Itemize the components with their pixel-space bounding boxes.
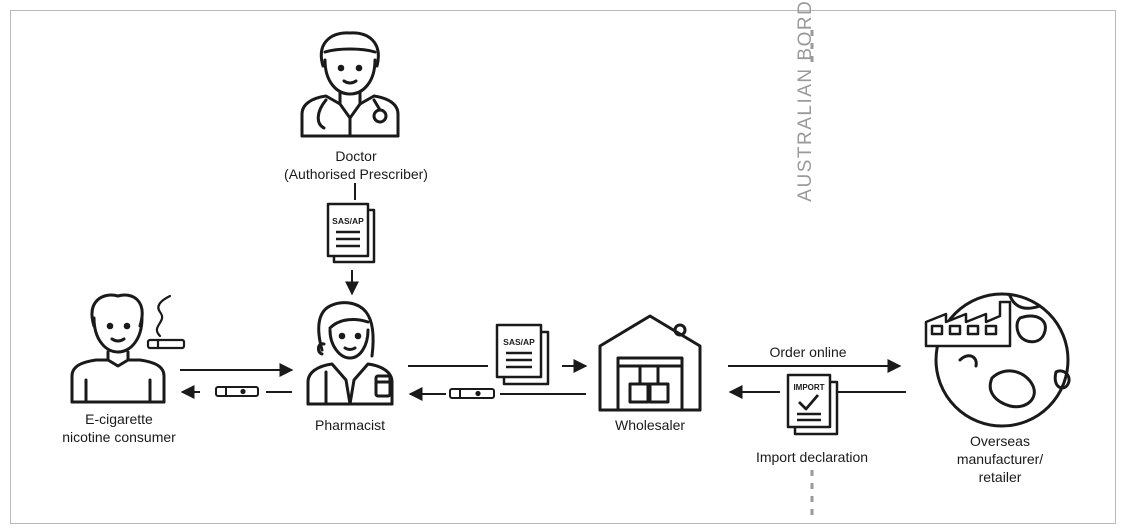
overseas-label-line2: manufacturer/ bbox=[956, 451, 1044, 467]
pharmacist-label: Pharmacist bbox=[314, 417, 386, 433]
australian-border-label: AUSTRALIAN BORDER bbox=[795, 0, 816, 202]
prescription-document-icon bbox=[326, 202, 376, 264]
globe-factory-icon bbox=[934, 292, 1071, 428]
consumer-label-line2: nicotine consumer bbox=[62, 429, 176, 445]
overseas-label-line1: Overseas bbox=[970, 433, 1030, 449]
overseas-label-line3: retailer bbox=[978, 469, 1022, 485]
consumer-label-line1: E-cigarette bbox=[85, 411, 153, 427]
factory-icon bbox=[924, 300, 1012, 348]
import-document-icon bbox=[786, 373, 839, 436]
vape-product-icon-1 bbox=[215, 386, 259, 397]
doctor-label-line2: (Authorised Prescriber) bbox=[284, 166, 428, 182]
order-online-label: Order online bbox=[769, 344, 847, 360]
prescription-document-icon-2 bbox=[495, 323, 550, 386]
doctor-label: Doctor (Authorised Prescriber) bbox=[284, 147, 428, 183]
wholesaler-label: Wholesaler bbox=[614, 417, 686, 433]
diagram-frame bbox=[10, 10, 1116, 524]
overseas-label: Overseas manufacturer/ retailer bbox=[957, 432, 1043, 486]
consumer-label: E-cigarette nicotine consumer bbox=[62, 410, 176, 446]
import-doc-text: IMPORT bbox=[793, 383, 824, 392]
prescription-doc-text-2: SAS/AP bbox=[503, 337, 535, 347]
consumer-icon bbox=[70, 293, 166, 404]
consumer-vape-icon bbox=[146, 294, 186, 350]
vape-product-icon-2 bbox=[449, 388, 495, 399]
prescription-doc-text: SAS/AP bbox=[332, 216, 364, 226]
doctor-icon bbox=[300, 31, 400, 138]
doctor-label-line1: Doctor bbox=[335, 148, 377, 164]
import-declaration-label: Import declaration bbox=[755, 449, 869, 465]
pharmacist-icon bbox=[306, 301, 394, 406]
warehouse-icon bbox=[598, 314, 702, 412]
